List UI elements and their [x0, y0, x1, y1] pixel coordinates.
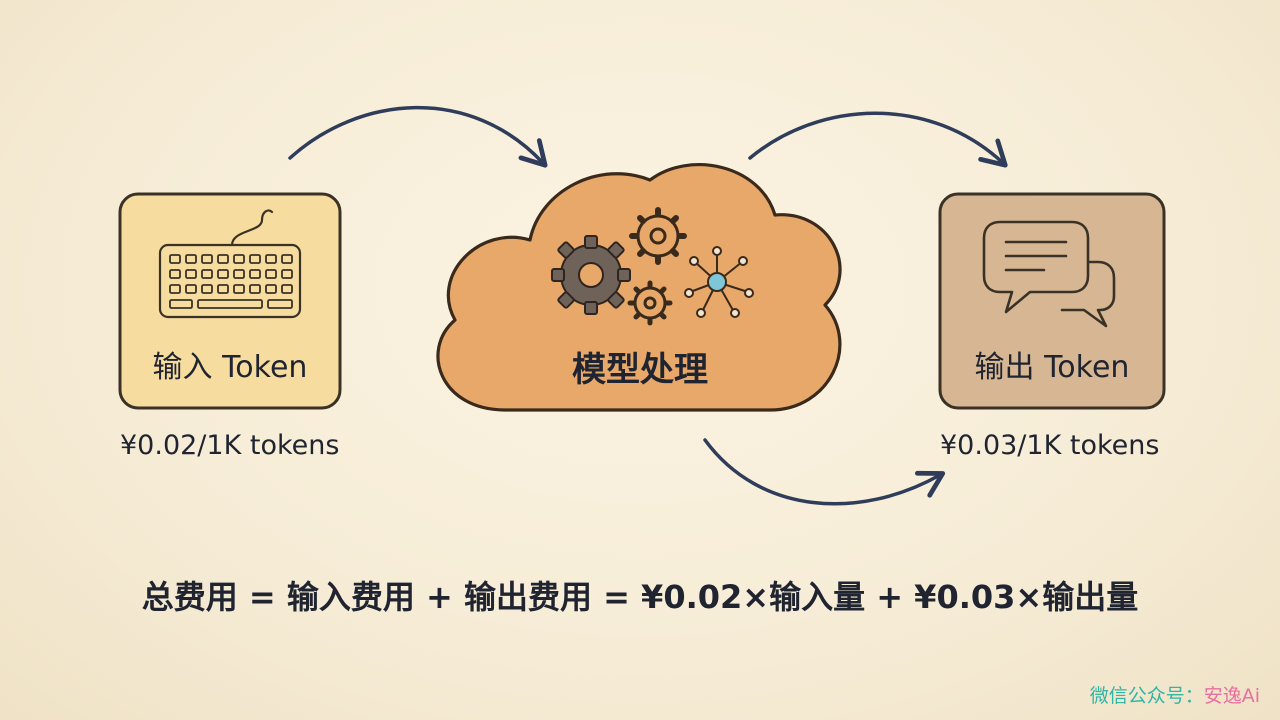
- input-token-label: 输入 Token: [152, 350, 308, 385]
- chat-bubbles-icon: [982, 220, 1116, 328]
- keyboard-icon: [158, 209, 302, 319]
- input-token-box: [118, 192, 342, 410]
- gears-network-icon: [551, 207, 754, 326]
- arrow-model-to-output-bottom: [703, 438, 946, 506]
- cost-formula: 总费用 = 输入费用 + 输出费用 = ¥0.02×输入量 + ¥0.03×输出…: [141, 578, 1139, 616]
- output-token-label: 输出 Token: [974, 350, 1130, 385]
- watermark-name: 安逸Ai: [1203, 685, 1260, 707]
- output-token-price: ¥0.03/1K tokens: [940, 430, 1160, 461]
- watermark-prefix: 微信公众号：: [1089, 685, 1204, 707]
- model-cloud: [436, 163, 842, 412]
- input-token-price: ¥0.02/1K tokens: [120, 430, 340, 461]
- model-processing-label: 模型处理: [572, 350, 708, 390]
- arrow-input-to-model: [288, 105, 548, 168]
- watermark: 微信公众号：安逸Ai: [1090, 681, 1260, 708]
- arrow-model-to-output-top: [748, 111, 1008, 168]
